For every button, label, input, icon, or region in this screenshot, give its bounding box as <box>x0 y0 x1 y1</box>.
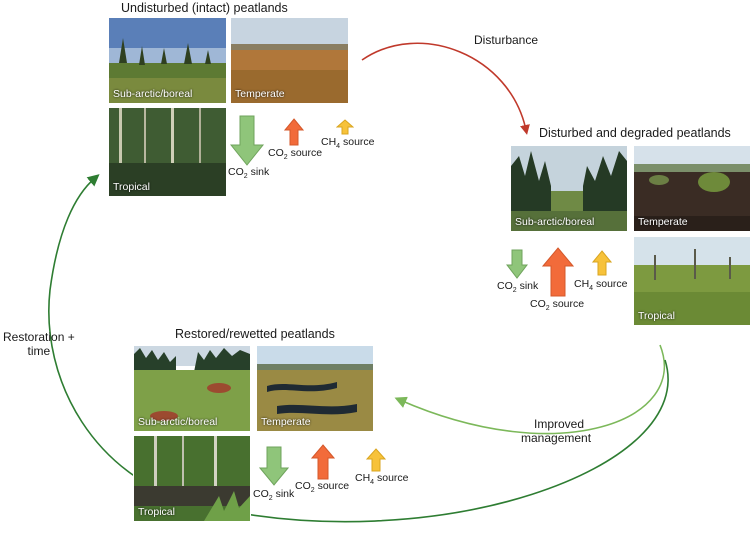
intact-co2-source-arrow <box>284 118 304 146</box>
degraded-ch4-source-label: CH4 source <box>574 278 628 293</box>
management-arrow <box>394 344 666 435</box>
restored-ch4-source-arrow <box>366 448 386 472</box>
restoration-label: Restoration + time <box>3 330 75 358</box>
degraded-ch4-source-arrow <box>592 250 612 276</box>
intact-boreal-label: Sub-arctic/boreal <box>113 88 193 100</box>
intact-ch4-source-label: CH4 source <box>321 136 375 151</box>
intact-tropical-label: Tropical <box>113 181 150 193</box>
degraded-co2-sink-arrow <box>506 249 528 279</box>
intact-ch4-source-arrow <box>336 119 354 135</box>
degraded-boreal-label: Sub-arctic/boreal <box>515 216 595 228</box>
intact-co2-sink-label: CO2 sink <box>228 166 270 181</box>
restored-title: Restored/rewetted peatlands <box>175 327 335 341</box>
degraded-boreal-photo: Sub-arctic/boreal <box>510 145 628 232</box>
degraded-co2-sink-label: CO2 sink <box>497 280 539 295</box>
restored-temperate-photo: Temperate <box>256 345 374 432</box>
intact-title: Undisturbed (intact) peatlands <box>121 1 288 15</box>
disturbance-label: Disturbance <box>474 33 539 47</box>
intact-co2-sink-arrow <box>230 115 265 166</box>
restored-co2-source-label: CO2 source <box>295 480 350 495</box>
intact-tropical-photo: Tropical <box>108 107 227 197</box>
restored-boreal-label: Sub-arctic/boreal <box>138 416 218 428</box>
restored-co2-source-arrow <box>311 444 335 480</box>
degraded-temperate-photo: Temperate <box>633 145 750 232</box>
disturbance-arrow <box>361 42 530 135</box>
intact-co2-source-label: CO2 source <box>268 147 323 162</box>
intact-temperate-photo: Temperate <box>230 17 349 104</box>
degraded-co2-source-label: CO2 source <box>530 298 585 313</box>
restored-co2-sink-arrow <box>259 446 289 486</box>
management-label: Improved management <box>521 417 592 445</box>
degraded-temperate-label: Temperate <box>638 216 688 228</box>
restored-tropical-label: Tropical <box>138 506 175 518</box>
restored-temperate-label: Temperate <box>261 416 311 428</box>
degraded-title: Disturbed and degraded peatlands <box>539 126 731 140</box>
restored-boreal-photo: Sub-arctic/boreal <box>133 345 251 432</box>
degraded-co2-source-arrow <box>542 247 574 297</box>
restored-co2-sink-label: CO2 sink <box>253 488 295 503</box>
restored-ch4-source-label: CH4 source <box>355 472 409 487</box>
degraded-tropical-photo: Tropical <box>633 236 750 326</box>
degraded-tropical-label: Tropical <box>638 310 675 322</box>
intact-temperate-label: Temperate <box>235 88 285 100</box>
restored-tropical-photo: Tropical <box>133 435 251 522</box>
intact-boreal-photo: Sub-arctic/boreal <box>108 17 227 104</box>
